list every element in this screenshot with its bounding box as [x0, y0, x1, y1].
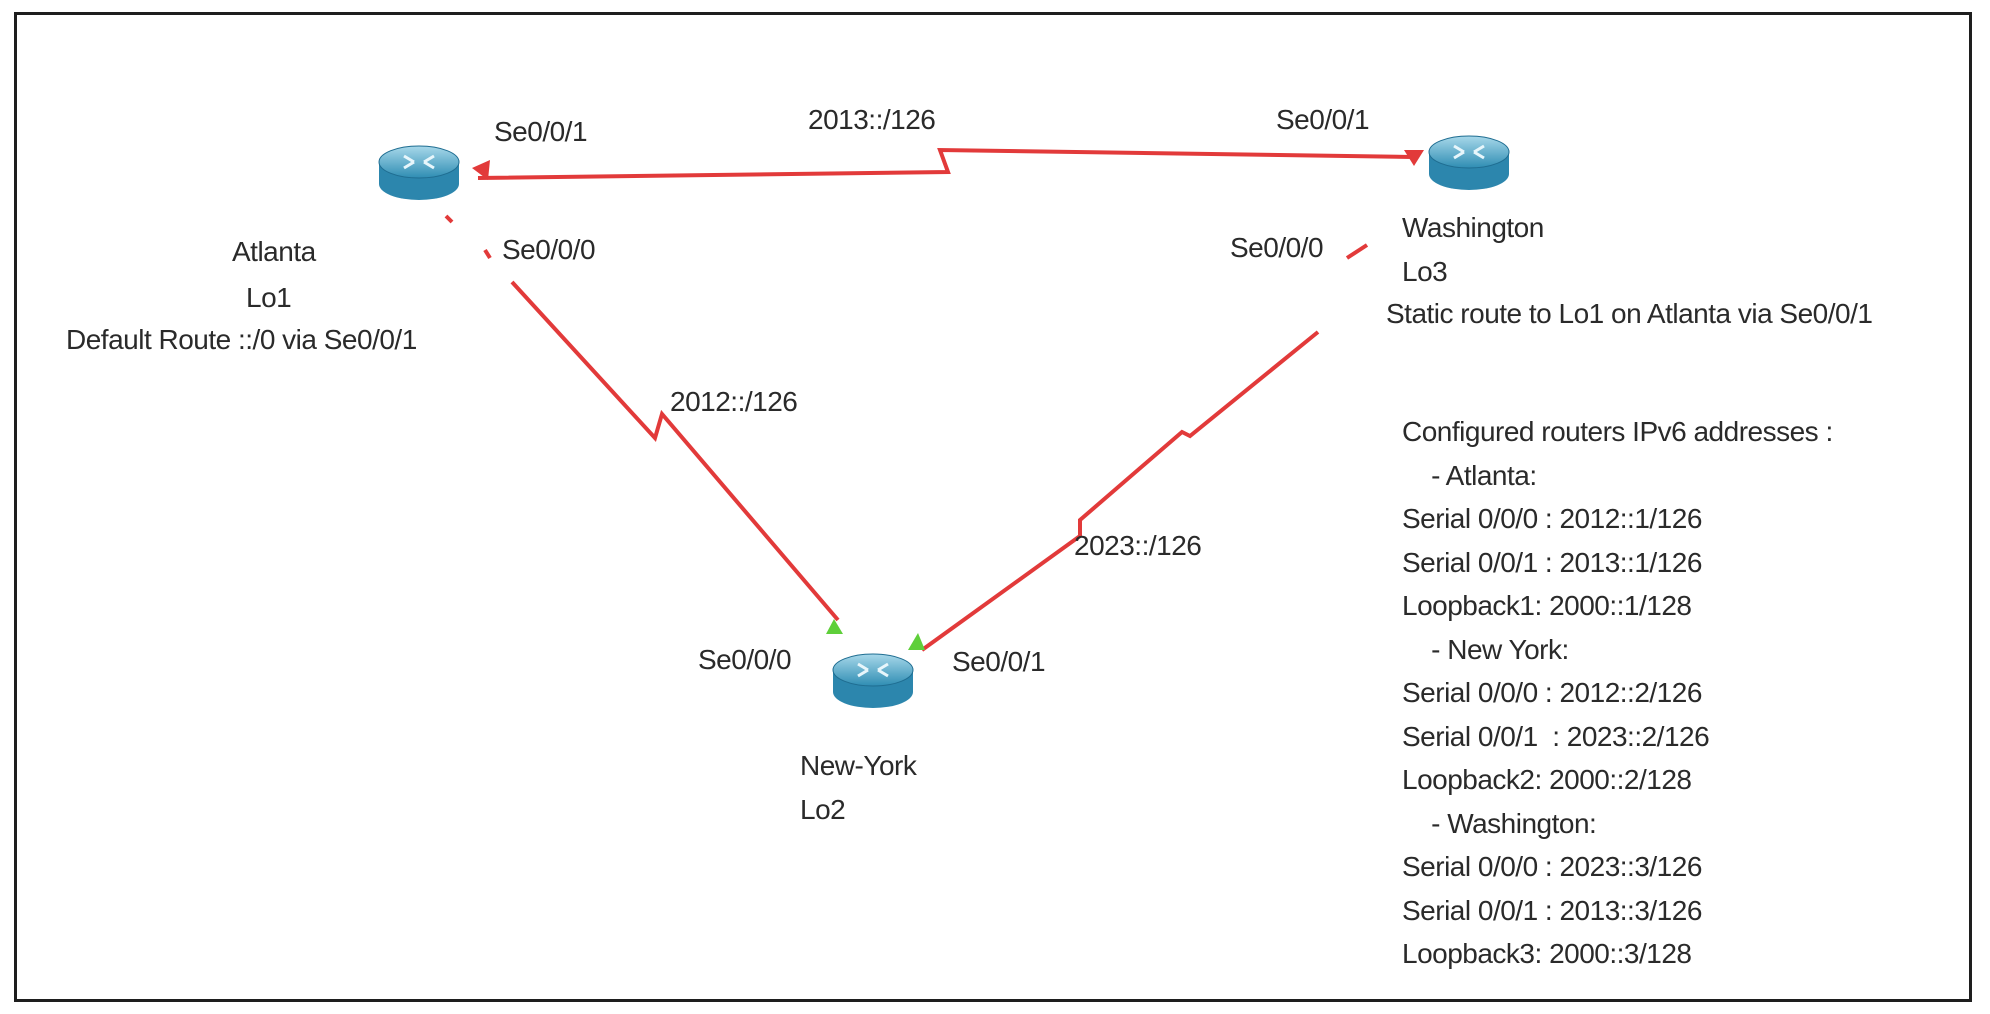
router-newyork-icon[interactable] — [830, 650, 916, 714]
network-label-atlanta-newyork: 2012::/126 — [670, 386, 798, 417]
status-up-arrow-newyork-left — [826, 619, 843, 634]
washington-if-bottom-label: Se0/0/0 — [1230, 232, 1324, 263]
notes-line: Serial 0/0/0 : 2012::1/126 — [1402, 503, 1702, 534]
status-down-arrow-washington — [1404, 150, 1424, 166]
link-newyork-washington[interactable] — [920, 330, 1320, 652]
diagram-frame — [14, 12, 1972, 1002]
atlanta-route-note: Default Route ::/0 via Se0/0/1 — [66, 324, 417, 355]
notes-line: - New York: — [1402, 633, 1569, 665]
newyork-if-left-label: Se0/0/0 — [698, 644, 792, 675]
notes-line: Loopback2: 2000::2/128 — [1402, 764, 1692, 795]
ipv6-address-notes: Configured routers IPv6 addresses : - At… — [1402, 410, 1833, 976]
atlanta-name-label: Atlanta — [232, 236, 316, 267]
link-atlanta-washington[interactable] — [477, 147, 1413, 180]
link-atlanta-stub — [444, 214, 454, 224]
atlanta-loopback-label: Lo1 — [246, 282, 292, 313]
washington-route-note: Static route to Lo1 on Atlanta via Se0/0… — [1386, 298, 1873, 329]
notes-line: - Washington: — [1402, 807, 1597, 839]
network-label-atlanta-washington: 2013::/126 — [808, 104, 936, 135]
notes-line: - Atlanta: — [1402, 459, 1537, 491]
washington-name-label: Washington — [1402, 212, 1544, 243]
newyork-loopback-label: Lo2 — [800, 794, 846, 825]
status-up-arrow-newyork-right — [908, 633, 925, 650]
atlanta-if-top-label: Se0/0/1 — [494, 116, 588, 147]
washington-if-top-label: Se0/0/1 — [1276, 104, 1370, 135]
link-atlanta-newyork[interactable] — [510, 280, 840, 622]
status-down-arrow-atlanta — [472, 160, 490, 180]
link-atlanta-newyork-stub — [483, 248, 492, 260]
notes-title: Configured routers IPv6 addresses : — [1402, 416, 1833, 447]
washington-loopback-label: Lo3 — [1402, 256, 1448, 287]
notes-line: Serial 0/0/1 : 2013::3/126 — [1402, 894, 1702, 926]
notes-line: Serial 0/0/0 : 2023::3/126 — [1402, 851, 1702, 882]
notes-line: Loopback1: 2000::1/128 — [1402, 590, 1692, 621]
network-label-newyork-washington: 2023::/126 — [1074, 530, 1202, 561]
link-newyork-washington-stub — [1345, 243, 1369, 260]
notes-line: Serial 0/0/0 : 2012::2/126 — [1402, 677, 1702, 708]
newyork-if-right-label: Se0/0/1 — [952, 646, 1046, 677]
router-washington-icon[interactable] — [1426, 132, 1512, 196]
notes-line: Serial 0/0/1 : 2023::2/126 — [1402, 720, 1710, 752]
notes-line: Serial 0/0/1 : 2013::1/126 — [1402, 546, 1702, 578]
notes-line: Loopback3: 2000::3/128 — [1402, 938, 1692, 969]
newyork-name-label: New-York — [800, 750, 917, 781]
router-atlanta-icon[interactable] — [376, 142, 462, 206]
atlanta-if-bottom-label: Se0/0/0 — [502, 234, 596, 265]
